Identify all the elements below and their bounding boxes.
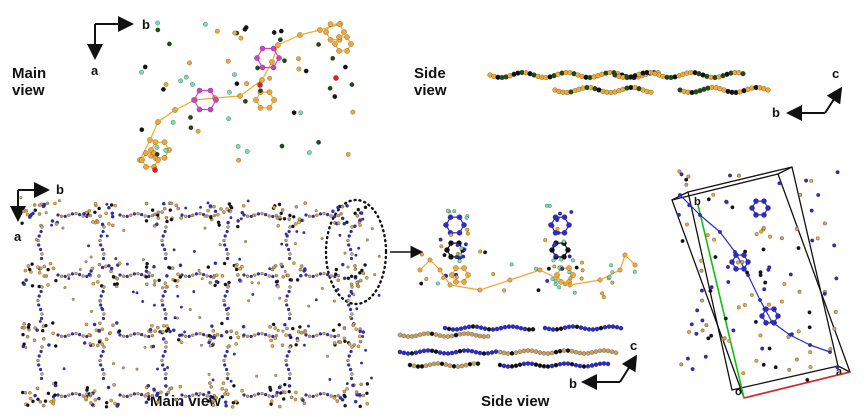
top-side-label-line1: Side [414, 65, 446, 82]
unit-cell-b-edge [697, 204, 745, 399]
unitcell-o-label: o [735, 386, 742, 398]
top-side-strands [487, 69, 771, 96]
unit-cell-a-edge [743, 371, 851, 399]
axis-b-label-top: b [142, 17, 150, 32]
unitcell-b-label: b [694, 196, 701, 208]
bottom-side-strands [397, 324, 624, 369]
axis-c-label-top-right: c [832, 66, 840, 81]
bottom-side-view-label: Side view [481, 393, 550, 410]
top-main-view-label: Main view [12, 65, 46, 99]
unit-cell-contents [676, 169, 840, 382]
axis-a-label-bottom-left: a [14, 229, 22, 244]
zoom-ellipse [324, 198, 388, 306]
top-main-label-line1: Main [12, 65, 47, 82]
axis-c-label-bottom-side: c [630, 338, 638, 353]
axis-arrows-bottom-left [10, 182, 50, 222]
top-main-label-line2: view [12, 82, 45, 99]
axis-b-label-top-right: b [772, 105, 780, 120]
bottom-main-network [19, 196, 381, 409]
bottom-main-view-label: Main view [150, 393, 221, 410]
unitcell-a-label: a [836, 366, 843, 378]
bottom-zoom-fragment [417, 203, 638, 300]
axis-arrows-bottom-side [581, 354, 638, 390]
axis-b-label-bottom-left: b [56, 182, 64, 197]
axis-arrows-top-left [87, 16, 134, 60]
top-side-view-label: Side view [414, 65, 447, 99]
top-side-label-line2: view [414, 82, 447, 99]
axis-b-label-bottom-side: b [569, 376, 577, 391]
axis-a-label-top: a [91, 63, 99, 78]
axis-arrows-top-right [786, 86, 843, 121]
top-main-molecule [137, 20, 356, 173]
